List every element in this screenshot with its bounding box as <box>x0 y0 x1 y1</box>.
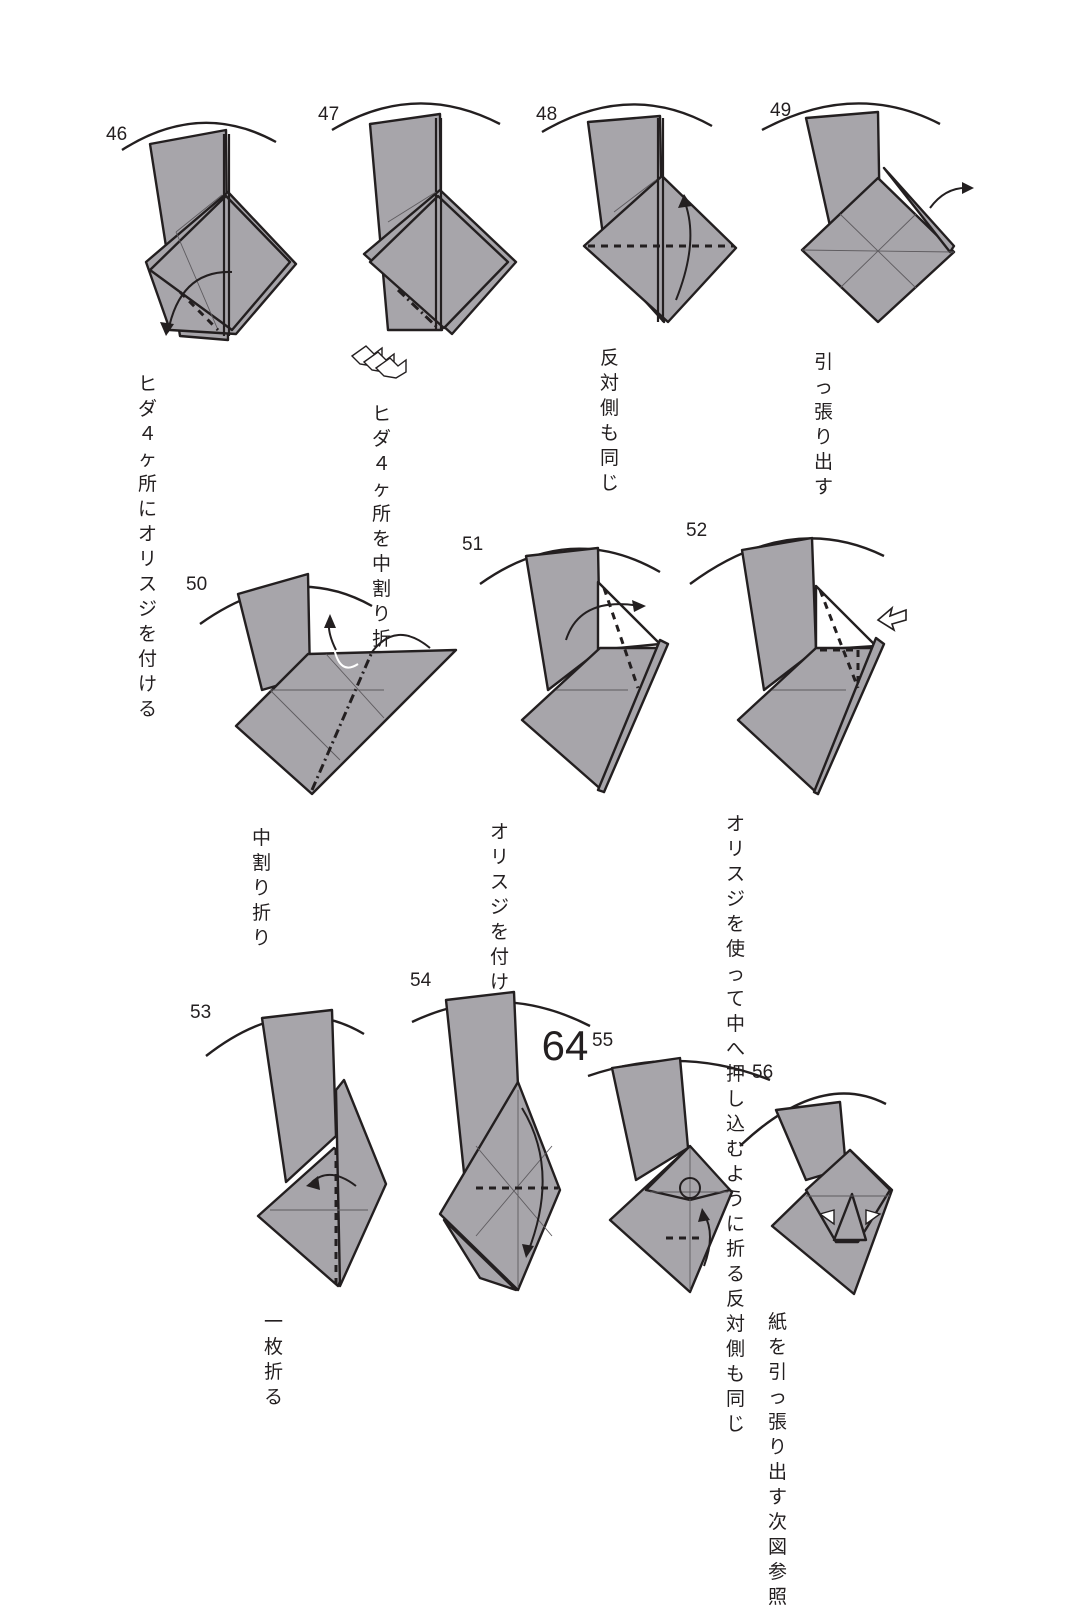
step-51-diagram <box>479 546 670 794</box>
step-number: 46 <box>106 124 128 145</box>
step-number: 47 <box>318 104 340 125</box>
step-54-diagram <box>411 990 591 1292</box>
step-number: 49 <box>770 100 792 121</box>
step-number: 54 <box>410 970 432 991</box>
step-caption: 中割り折り <box>252 827 272 949</box>
step-46-diagram <box>121 121 298 342</box>
step-number: 56 <box>752 1062 774 1083</box>
step-number: 51 <box>462 534 484 555</box>
step-number: 52 <box>686 520 708 541</box>
step-number: 48 <box>536 104 558 125</box>
step-number: 53 <box>190 1002 212 1023</box>
step-caption: オリスジを使って 中へ押し込むように 折る 反対側も同じ <box>726 813 746 1435</box>
page-number: 64 <box>541 1022 589 1069</box>
step-caption: 紙を引っ張り出す 次図参照 <box>768 1311 788 1608</box>
step-56-diagram <box>739 1092 894 1296</box>
step-48-diagram <box>541 103 738 324</box>
step-caption: 引っ張り出す <box>814 351 834 498</box>
step-49-diagram <box>761 102 974 324</box>
step-50-diagram <box>199 572 458 796</box>
step-52-diagram <box>689 536 907 796</box>
step-number: 50 <box>186 574 208 595</box>
step-55-diagram <box>587 1056 771 1294</box>
step-caption: 反対側も同じ <box>600 347 620 494</box>
step-caption: ヒダ４ヶ所に オリスジを付ける <box>138 373 158 720</box>
inside-reverse-fold-icon <box>350 345 407 379</box>
step-47-diagram <box>331 102 518 379</box>
step-53-diagram <box>205 1008 388 1288</box>
step-number: 55 <box>592 1030 614 1051</box>
step-caption: 一枚折る <box>264 1311 284 1408</box>
